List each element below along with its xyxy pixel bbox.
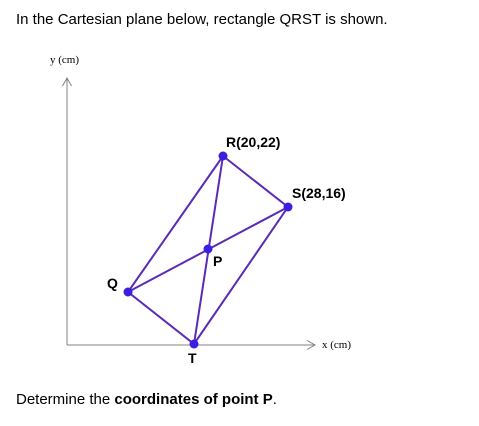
point-t	[189, 339, 199, 349]
prompt-after: .	[272, 391, 277, 408]
x-axis-arrow	[306, 340, 317, 350]
points	[123, 151, 293, 349]
label-t: T	[188, 350, 197, 366]
question-prompt: Determine the coordinates of point P.	[16, 390, 277, 410]
label-s: S(28,16)	[292, 185, 346, 201]
prompt-bold: coordinates of point P	[114, 391, 273, 408]
label-r: R(20,22)	[226, 134, 280, 150]
point-r	[218, 151, 228, 161]
prompt-before: Determine the	[16, 391, 115, 408]
point-p	[203, 244, 213, 254]
point-q	[123, 287, 133, 297]
point-s	[283, 202, 293, 212]
label-p: P	[213, 253, 222, 269]
label-q: Q	[107, 275, 118, 291]
question-text: In the Cartesian plane below, rectangle …	[16, 11, 388, 28]
x-axis-label: x (cm)	[322, 339, 351, 351]
y-axis-arrow	[62, 76, 72, 87]
y-axis-label: y (cm)	[50, 54, 79, 66]
